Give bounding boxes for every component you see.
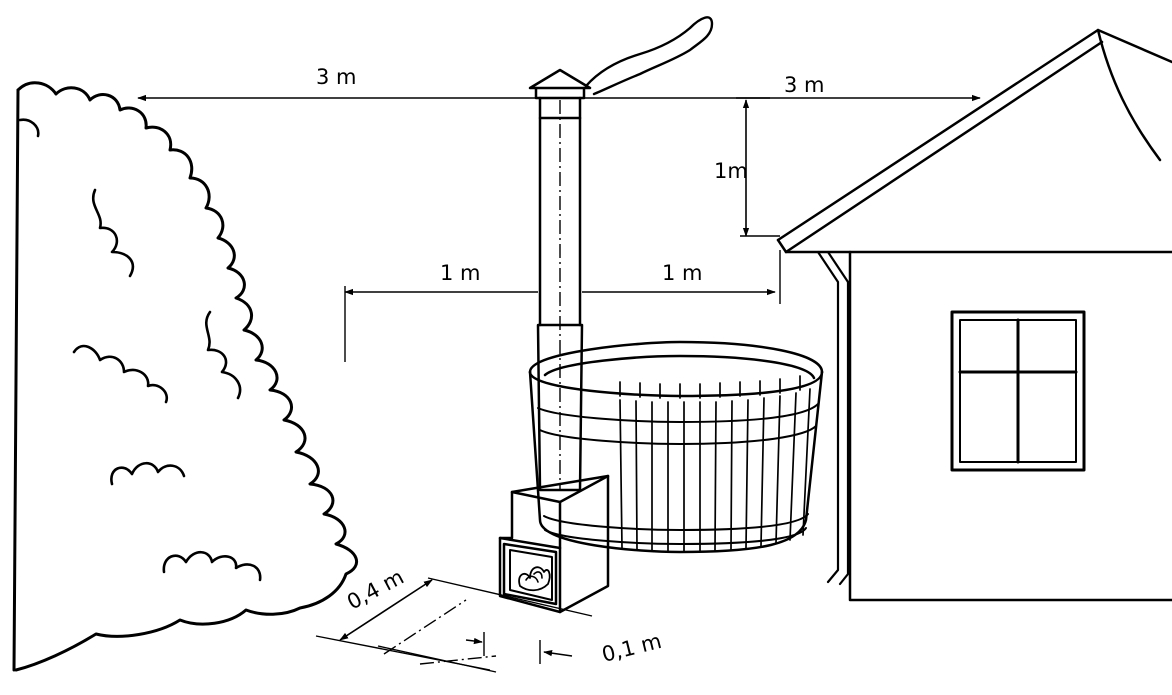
label-stove-to-tree: 1 m [440, 261, 481, 285]
label-chimney-to-roof: 3 m [784, 73, 825, 97]
label-base-depth: 0,4 m [343, 565, 408, 615]
label-chimney-to-tree: 3 m [316, 65, 357, 89]
label-height-above-roof: 1m [714, 159, 748, 183]
label-base-margin: 0,1 m [599, 629, 664, 667]
bush-illustration [12, 81, 359, 672]
label-stove-to-house: 1 m [662, 261, 703, 285]
stove-and-chimney [498, 16, 714, 614]
dimension-lines [137, 94, 981, 673]
hot-tub-illustration [528, 340, 824, 554]
house-illustration [776, 28, 1172, 602]
